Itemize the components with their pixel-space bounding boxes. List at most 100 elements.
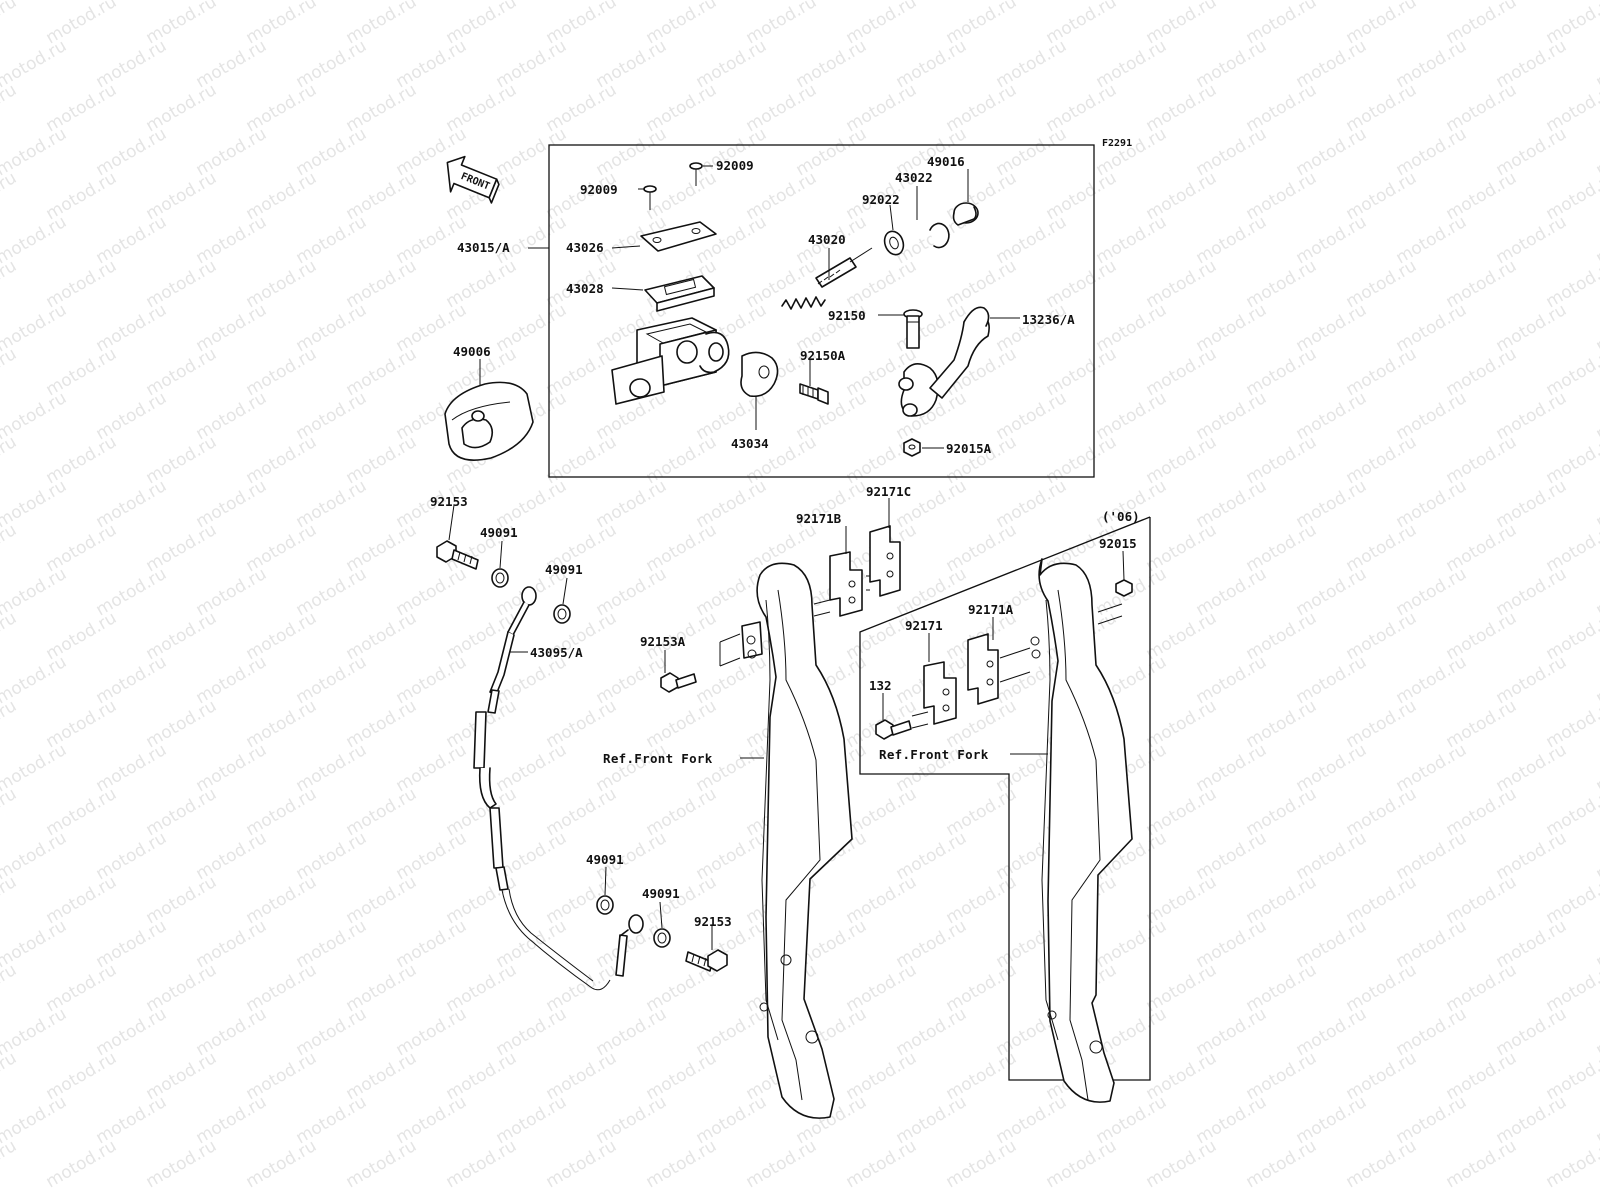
- label-92171: 92171: [905, 618, 943, 633]
- label-13236: 13236/A: [1022, 312, 1075, 327]
- watermark-text: motod.ru: [343, 1136, 421, 1192]
- label-49091-c: 49091: [586, 852, 624, 867]
- watermark-text: motod.ru: [0, 1048, 20, 1104]
- label-43020: 43020: [808, 232, 846, 247]
- circlip-43022: [929, 222, 950, 249]
- watermark-text: motod.ru: [1543, 432, 1600, 488]
- watermark-text: motod.ru: [1143, 1136, 1221, 1192]
- label-ref-front-fork-left: Ref.Front Fork: [603, 751, 713, 766]
- washer-49091-b: [553, 604, 571, 624]
- watermark-text: motod.ru: [843, 1136, 921, 1192]
- label-92153-top: 92153: [430, 494, 468, 509]
- washer-49091-c: [596, 895, 614, 915]
- washer-92022: [883, 230, 905, 256]
- label-49091-b: 49091: [545, 562, 583, 577]
- watermark-text: motod.ru: [743, 1136, 821, 1192]
- variant-group-box: [859, 516, 1151, 1081]
- piston-43020: [781, 247, 873, 310]
- label-92009-b: 92009: [580, 182, 618, 197]
- variant-note: ('06): [1102, 509, 1140, 524]
- diagram-code: F2291: [1102, 138, 1132, 149]
- watermark-text: motod.ru: [1593, 212, 1600, 268]
- label-92153-bottom: 92153: [694, 914, 732, 929]
- watermark-text: motod.ru: [443, 1136, 521, 1192]
- watermark-text: motod.ru: [1043, 1136, 1121, 1192]
- watermark-text: motod.ru: [1543, 960, 1600, 1016]
- watermark-text: motod.ru: [1543, 1048, 1600, 1104]
- washer-49091-a: [491, 568, 509, 588]
- label-92171A: 92171A: [968, 602, 1014, 617]
- leader-lines: [448, 165, 1125, 950]
- watermark-text: motod.ru: [0, 520, 20, 576]
- watermark-text: motod.ru: [1593, 300, 1600, 356]
- master-cylinder-group-box: [548, 144, 1095, 478]
- banjo-bolt-92153-top: [436, 540, 479, 570]
- label-43028: 43028: [566, 281, 604, 296]
- watermark-text: motod.ru: [1543, 872, 1600, 928]
- watermark-text: motod.ru: [0, 608, 20, 664]
- watermark-text: motod.ru: [0, 784, 20, 840]
- bracket-92171A: [967, 633, 999, 705]
- nut-92015: [1115, 579, 1133, 597]
- label-92150A: 92150A: [800, 348, 846, 363]
- watermark-text: motod.ru: [0, 960, 20, 1016]
- label-43015: 43015/A: [457, 240, 510, 255]
- watermark-text: motod.ru: [1543, 256, 1600, 312]
- watermark-text: motod.ru: [1543, 608, 1600, 664]
- watermark-text: motod.ru: [1593, 124, 1600, 180]
- watermark-text: motod.ru: [1593, 36, 1600, 92]
- watermark-text: motod.ru: [1543, 1136, 1600, 1192]
- front-arrow-icon: FRONT: [446, 155, 500, 204]
- label-49016: 49016: [927, 154, 965, 169]
- watermark-text: motod.ru: [1593, 388, 1600, 444]
- label-92150: 92150: [828, 308, 866, 323]
- watermark-text: motod.ru: [0, 168, 20, 224]
- watermark-text: motod.ru: [243, 1136, 321, 1192]
- watermark-text: motod.ru: [643, 1136, 721, 1192]
- master-cylinder-body: [611, 317, 730, 405]
- washer-49091-d: [653, 928, 671, 948]
- lever-13236: [898, 306, 990, 417]
- label-ref-front-fork-right: Ref.Front Fork: [879, 747, 989, 762]
- watermark-text: motod.ru: [1593, 476, 1600, 532]
- fork-guard-left: [719, 562, 853, 1119]
- watermark-text: motod.ru: [1243, 1136, 1321, 1192]
- watermark-text: motod.ru: [0, 1136, 20, 1192]
- part-labels: 92009 92009 43026 43028 43015/A 43020 92…: [430, 154, 1137, 929]
- bracket-92171B: [829, 551, 863, 617]
- watermark-text: motod.ru: [1543, 344, 1600, 400]
- watermark-text: motod.ru: [0, 0, 20, 48]
- watermark-text: motod.ru: [0, 344, 20, 400]
- label-49006: 49006: [453, 344, 491, 359]
- watermark-text: motod.ru: [943, 1136, 1021, 1192]
- bolt-92153A: [660, 672, 697, 693]
- label-43095: 43095/A: [530, 645, 583, 660]
- label-92171C: 92171C: [866, 484, 911, 499]
- brake-hose-43095: [473, 586, 644, 991]
- fork-guard-right: [1030, 558, 1133, 1103]
- watermark-text: motod.ru: [1443, 1136, 1521, 1192]
- label-49091-d: 49091: [642, 886, 680, 901]
- banjo-bolt-92153-bottom: [685, 949, 728, 972]
- watermark-text: motod.ru: [1593, 564, 1600, 620]
- watermark-text: motod.ru: [1593, 1004, 1600, 1060]
- bolt-132: [875, 719, 912, 740]
- watermark-text: motod.ru: [1593, 828, 1600, 884]
- bolt-92150A: [799, 383, 829, 405]
- bracket-92171: [923, 661, 957, 725]
- label-92171B: 92171B: [796, 511, 842, 526]
- nut-92015A: [903, 438, 921, 457]
- label-92022: 92022: [862, 192, 900, 207]
- watermark-text: motod.ru: [1593, 1092, 1600, 1148]
- label-49091-a: 49091: [480, 525, 518, 540]
- label-92015: 92015: [1099, 536, 1137, 551]
- cover-49006: [444, 381, 534, 461]
- watermark-text: motod.ru: [0, 696, 20, 752]
- watermark-text: motod.ru: [143, 1136, 221, 1192]
- bracket-92171C: [869, 525, 901, 597]
- label-92015A: 92015A: [946, 441, 992, 456]
- label-43034: 43034: [731, 436, 769, 451]
- watermark-text: motod.ru: [1593, 916, 1600, 972]
- watermark-text: motod.ru: [43, 1136, 121, 1192]
- watermark-text: motod.ru: [1543, 80, 1600, 136]
